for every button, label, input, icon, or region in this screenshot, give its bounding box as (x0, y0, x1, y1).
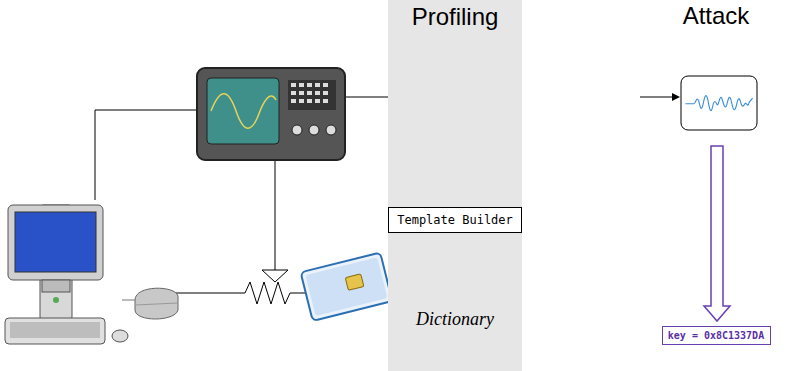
arrowhead (672, 93, 680, 101)
computer (8, 205, 103, 280)
box-label: key = 0x8C1337DA (668, 330, 765, 341)
wire (640, 97, 672, 98)
box-label: Template Builder (397, 213, 513, 227)
computer (112, 330, 128, 342)
smart-card (301, 253, 393, 321)
computer (5, 205, 128, 344)
oscilloscope (307, 99, 312, 103)
trace-card (685, 96, 752, 111)
card-reader (135, 303, 178, 305)
wire (122, 300, 135, 301)
wire (275, 270, 288, 282)
oscilloscope (291, 99, 296, 103)
oscilloscope (307, 83, 312, 87)
smart-card (305, 257, 387, 316)
oscilloscope (292, 125, 302, 135)
wire (262, 270, 288, 271)
trace-card (681, 76, 757, 130)
panel-heading: Attack (683, 2, 750, 30)
output-label: Dictionary (416, 309, 494, 330)
oscilloscope (309, 125, 319, 135)
smart-card (345, 274, 364, 290)
oscilloscope (326, 125, 336, 135)
panel-heading: Profiling (388, 0, 522, 31)
oscilloscope (315, 91, 320, 95)
card-reader (135, 288, 178, 319)
card-reader (135, 288, 178, 319)
process-box: Template Builder (388, 207, 522, 233)
oscilloscope (197, 68, 345, 160)
oscilloscope (288, 80, 336, 110)
oscilloscope (291, 83, 296, 87)
oscilloscope (207, 78, 279, 144)
oscilloscope (291, 83, 328, 103)
oscilloscope (291, 91, 296, 95)
oscilloscope (315, 83, 320, 87)
oscilloscope (323, 91, 328, 95)
oscilloscope (299, 91, 304, 95)
computer (5, 318, 105, 344)
trace-card (681, 76, 757, 130)
computer (15, 212, 96, 272)
oscilloscope (299, 99, 304, 103)
computer (42, 280, 70, 292)
computer (53, 297, 59, 303)
hollow-arrow (704, 146, 730, 321)
oscilloscope (299, 83, 304, 87)
oscilloscope (323, 83, 328, 87)
oscilloscope (307, 91, 312, 95)
result-box: key = 0x8C1337DA (662, 326, 771, 345)
oscilloscope (197, 68, 345, 160)
wire (275, 158, 276, 270)
smart-card (301, 253, 393, 321)
wire (262, 270, 275, 282)
wire (355, 97, 391, 98)
oscilloscope (315, 99, 320, 103)
wire (95, 110, 197, 200)
oscilloscope (211, 94, 276, 129)
oscilloscope (323, 99, 328, 103)
computer (10, 322, 100, 338)
